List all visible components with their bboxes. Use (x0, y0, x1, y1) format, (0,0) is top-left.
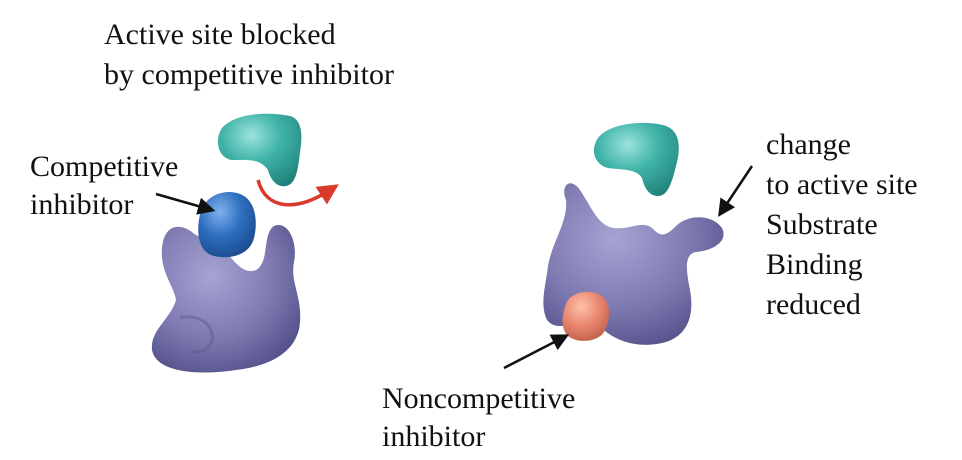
left-title-line-1: Active site blocked (104, 18, 336, 51)
change-label-line-5: reduced (766, 288, 861, 321)
left-enzyme (151, 224, 301, 373)
competitive-pointer (155, 192, 216, 215)
noncompetitive-pointer (503, 334, 570, 370)
left-substrate (217, 113, 302, 187)
change-label-line-3: Substrate (766, 208, 878, 241)
competitive-label-line-1: Competitive (30, 150, 179, 183)
change-label-line-2: to active site (766, 168, 918, 201)
noncompetitive-inhibitor-shape (562, 291, 609, 341)
left-enzyme-notch (179, 315, 214, 354)
competitive-inhibitor-shape (198, 192, 256, 258)
left-title-line-2: by competitive inhibitor (104, 58, 394, 91)
change-label-line-4: Binding (766, 248, 863, 281)
red-curved-arrow (256, 179, 339, 207)
change-label-line-1: change (766, 128, 851, 161)
noncompetitive-label-line-1: Noncompetitive (382, 382, 576, 415)
right-substrate (593, 122, 679, 196)
competitive-label-line-2: inhibitor (30, 188, 134, 221)
noncompetitive-label-line-2: inhibitor (382, 420, 486, 453)
active-site-change-pointer (718, 165, 754, 217)
